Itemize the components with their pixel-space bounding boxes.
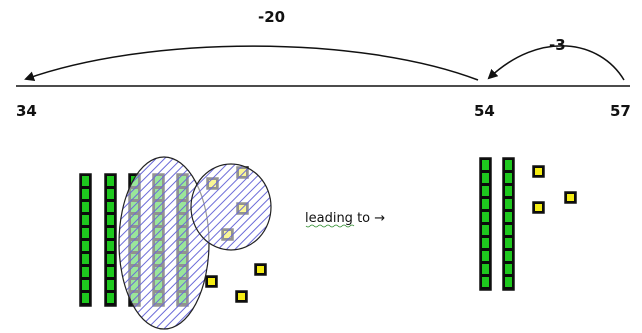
rod-unit <box>107 176 114 186</box>
rod-unit <box>505 264 512 274</box>
spellcheck-squiggle <box>305 224 355 228</box>
unit-cube <box>205 275 218 288</box>
rod-unit <box>505 160 512 170</box>
rod-unit <box>107 267 114 277</box>
rod-unit <box>82 241 89 251</box>
rod-unit <box>482 277 489 287</box>
unit-cube <box>254 263 267 276</box>
rod-unit <box>107 254 114 264</box>
ten-rod <box>502 157 515 291</box>
rod-unit <box>107 280 114 290</box>
unit-cubes-after <box>532 165 577 214</box>
rod-unit <box>82 228 89 238</box>
rod-unit <box>107 241 114 251</box>
rod-unit <box>482 186 489 196</box>
rod-unit <box>82 254 89 264</box>
rod-unit <box>505 277 512 287</box>
ten-rod <box>104 173 117 307</box>
unit-cube <box>532 165 545 178</box>
ten-rods-after <box>479 157 515 291</box>
rod-unit <box>82 215 89 225</box>
jump-arc-minus-20 <box>24 45 479 82</box>
rod-unit <box>482 238 489 248</box>
rod-unit <box>82 280 89 290</box>
circled-tens-group <box>118 156 210 330</box>
unit-cube <box>564 191 577 204</box>
rod-unit <box>505 212 512 222</box>
unit-cube <box>532 201 545 214</box>
rod-unit <box>82 176 89 186</box>
unit-cube <box>235 290 248 303</box>
rod-unit <box>82 189 89 199</box>
jump-label-minus-20: -20 <box>258 8 285 26</box>
rod-unit <box>505 186 512 196</box>
rod-unit <box>482 225 489 235</box>
rod-unit <box>82 202 89 212</box>
rod-unit <box>482 160 489 170</box>
leading-to-caption: leading to → <box>305 211 385 226</box>
rod-unit <box>107 202 114 212</box>
rod-unit <box>482 173 489 183</box>
rod-unit <box>505 251 512 261</box>
rod-unit <box>82 267 89 277</box>
circled-ones-group <box>190 163 272 251</box>
rod-unit <box>505 238 512 248</box>
number-label-start: 34 <box>16 102 37 120</box>
jump-label-minus-3: -3 <box>549 36 566 54</box>
rod-unit <box>482 264 489 274</box>
number-label-end: 57 <box>610 102 631 120</box>
rod-unit <box>82 293 89 303</box>
rod-unit <box>107 293 114 303</box>
ten-rod <box>79 173 92 307</box>
rod-unit <box>505 225 512 235</box>
rod-unit <box>107 215 114 225</box>
number-label-mid: 54 <box>474 102 495 120</box>
rod-unit <box>505 199 512 209</box>
jump-arc-minus-3 <box>487 45 625 81</box>
rod-unit <box>482 199 489 209</box>
rod-unit <box>482 251 489 261</box>
ten-rod <box>479 157 492 291</box>
rod-unit <box>482 212 489 222</box>
rod-unit <box>107 189 114 199</box>
rod-unit <box>107 228 114 238</box>
rod-unit <box>505 173 512 183</box>
